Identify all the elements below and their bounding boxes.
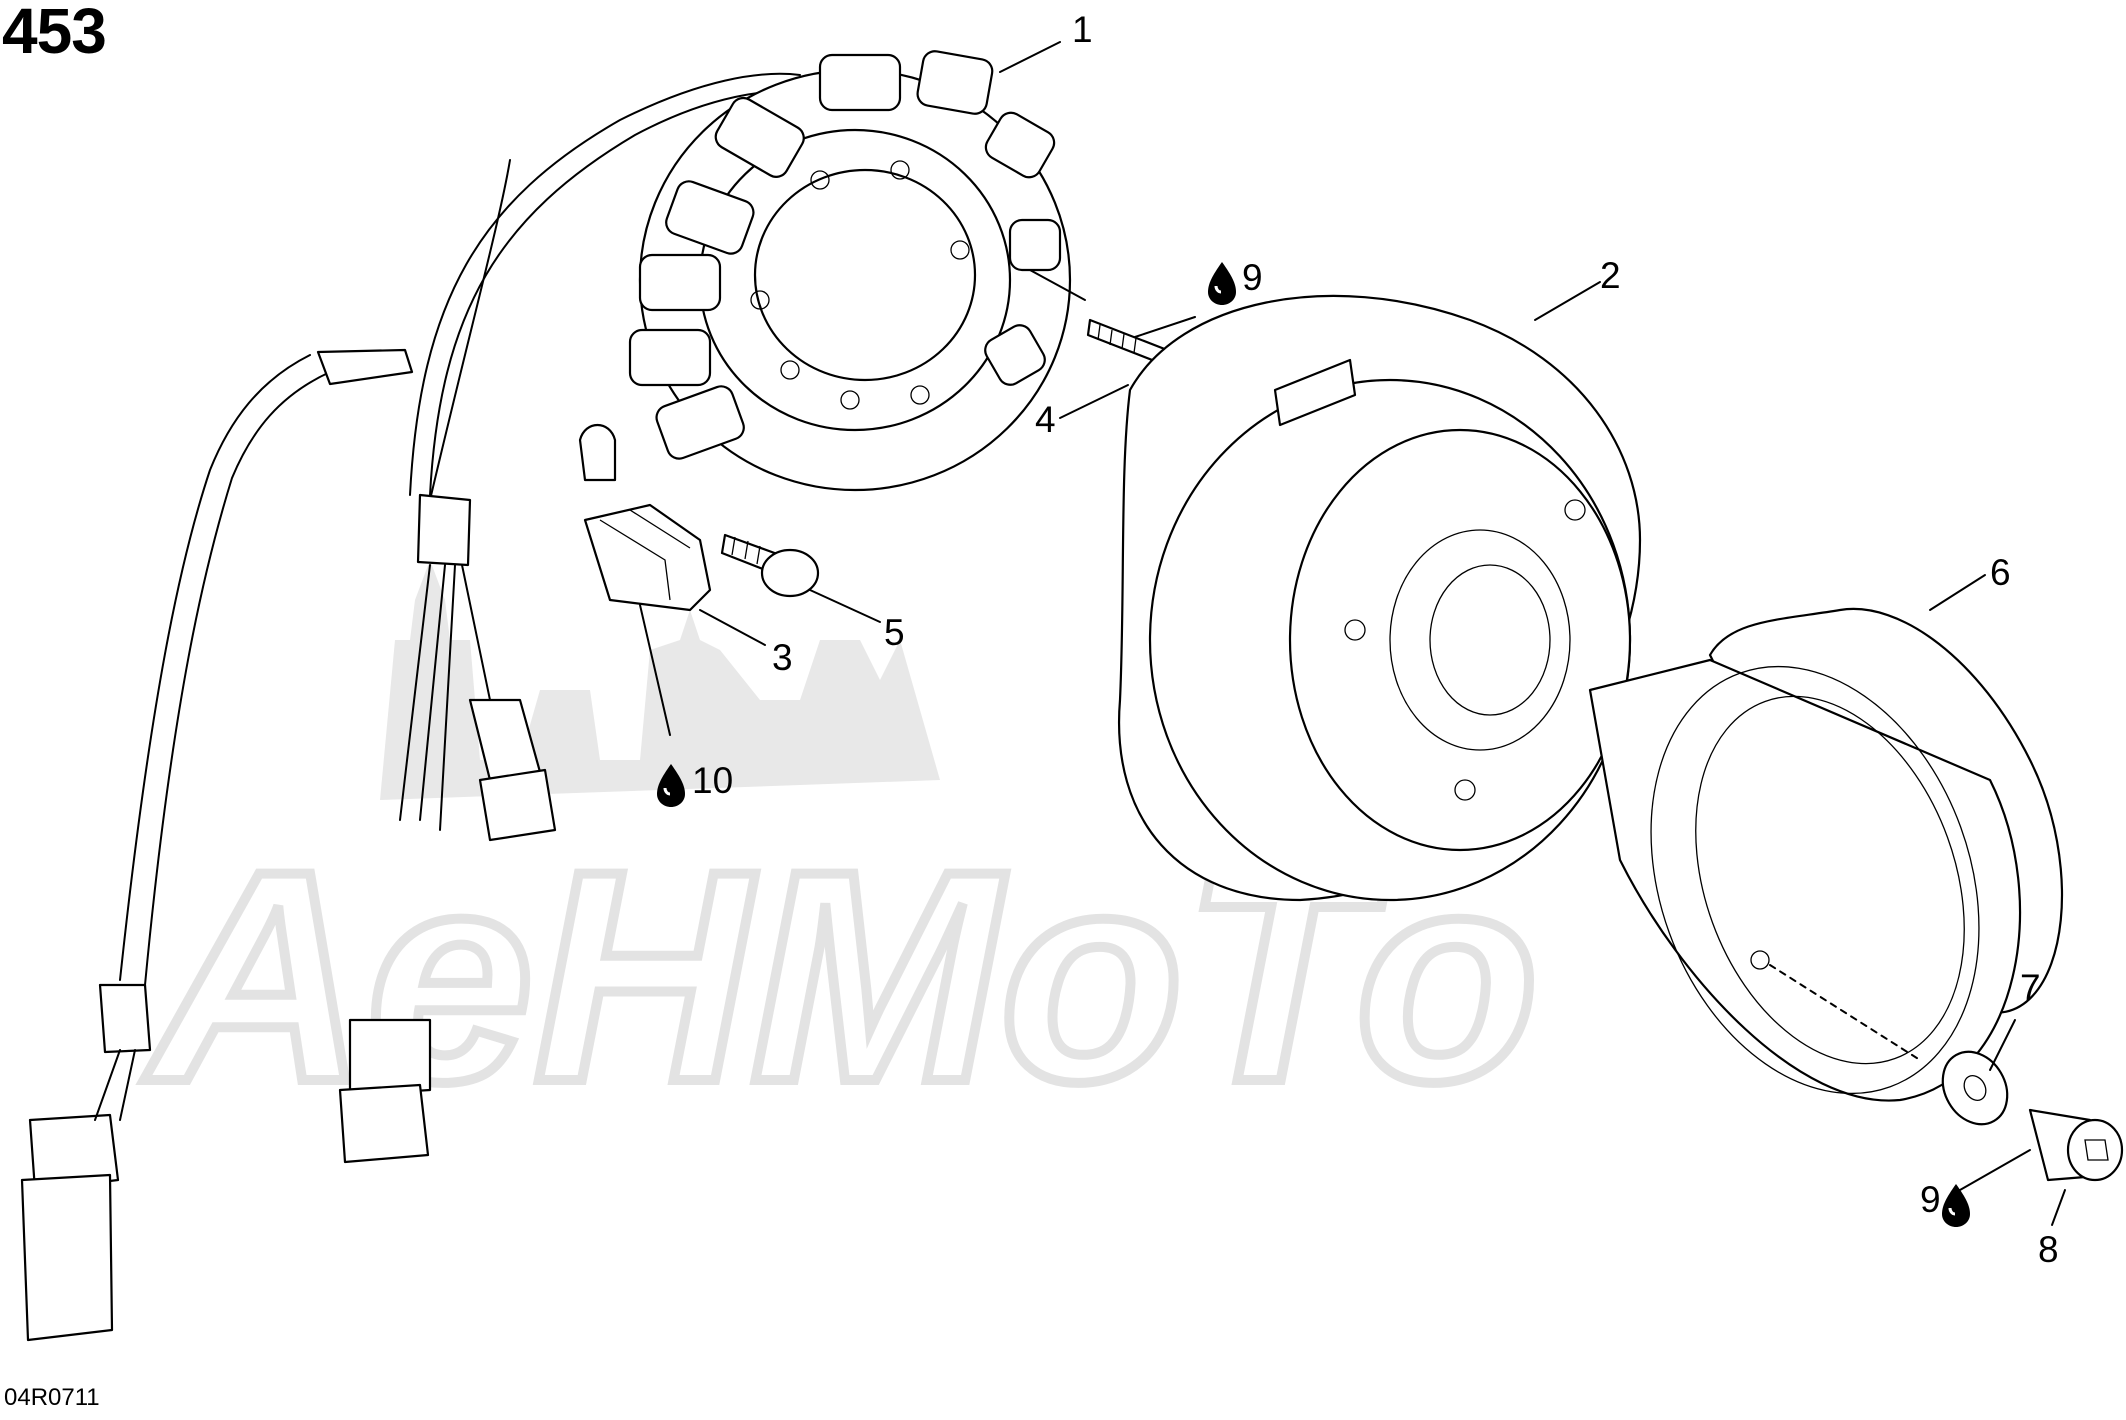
callout-3: 3	[772, 637, 793, 678]
figure-code: 04R0711	[4, 1384, 100, 1411]
ring-part-6	[1588, 607, 2064, 1102]
callout-1: 1	[1072, 9, 1093, 50]
callout-9-top: 9	[1242, 257, 1263, 298]
wire-harness	[20, 72, 806, 1342]
callout-6: 6	[1990, 552, 2011, 593]
oil-drop-icon	[1208, 262, 1236, 305]
callout-4: 4	[1035, 399, 1056, 440]
connector-part-3	[578, 424, 712, 612]
callouts: 1 2 3 4 5 6 7 8 9 9 10	[692, 9, 2059, 1270]
callout-2: 2	[1600, 255, 1621, 296]
callout-7: 7	[2020, 967, 2041, 1008]
oil-drop-icon	[657, 764, 685, 807]
leader-lines	[639, 41, 2066, 1226]
stator-part-1	[628, 50, 1072, 492]
callout-10: 10	[692, 760, 733, 801]
callout-8: 8	[2038, 1229, 2059, 1270]
callout-9-bottom: 9	[1920, 1179, 1941, 1220]
screw-part-5	[720, 533, 820, 598]
callout-5: 5	[884, 612, 905, 653]
rotor-part-2	[1117, 294, 1642, 902]
page-number: 453	[2, 0, 107, 67]
bolt-part-8	[2028, 1108, 2124, 1182]
oil-drop-icon	[1942, 1184, 1970, 1227]
